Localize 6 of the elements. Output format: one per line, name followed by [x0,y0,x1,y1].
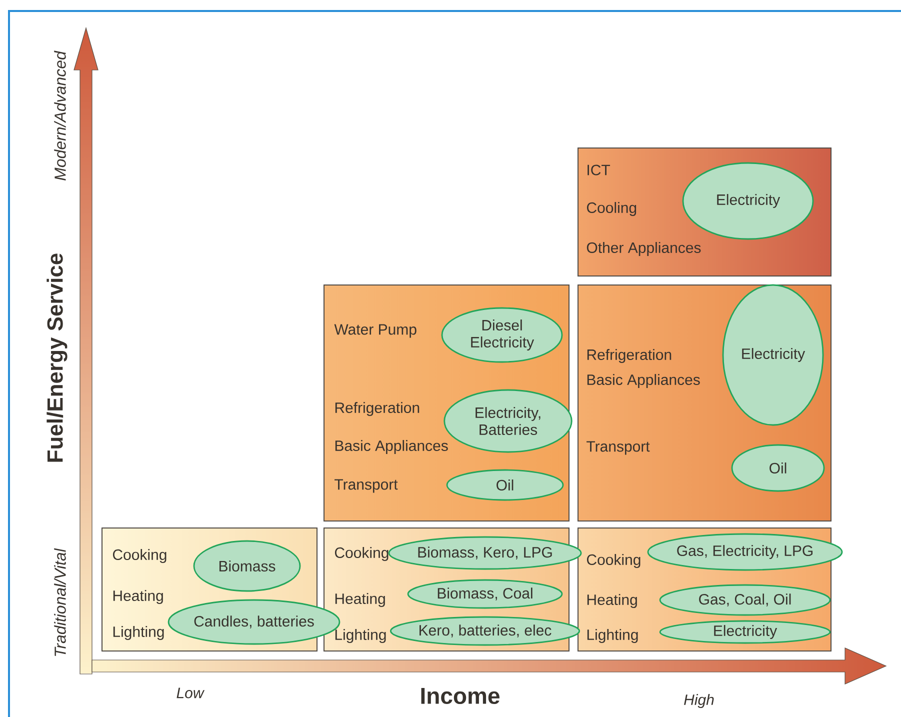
axis-label: Income [421,688,500,704]
axis-label: Low [176,688,205,698]
axis-label: Modern/Advanced [54,50,66,180]
axis-label: Fuel/Energy Service [46,254,68,462]
axis-label: High [684,694,714,708]
axis-label: Traditional/Vital [54,548,66,656]
